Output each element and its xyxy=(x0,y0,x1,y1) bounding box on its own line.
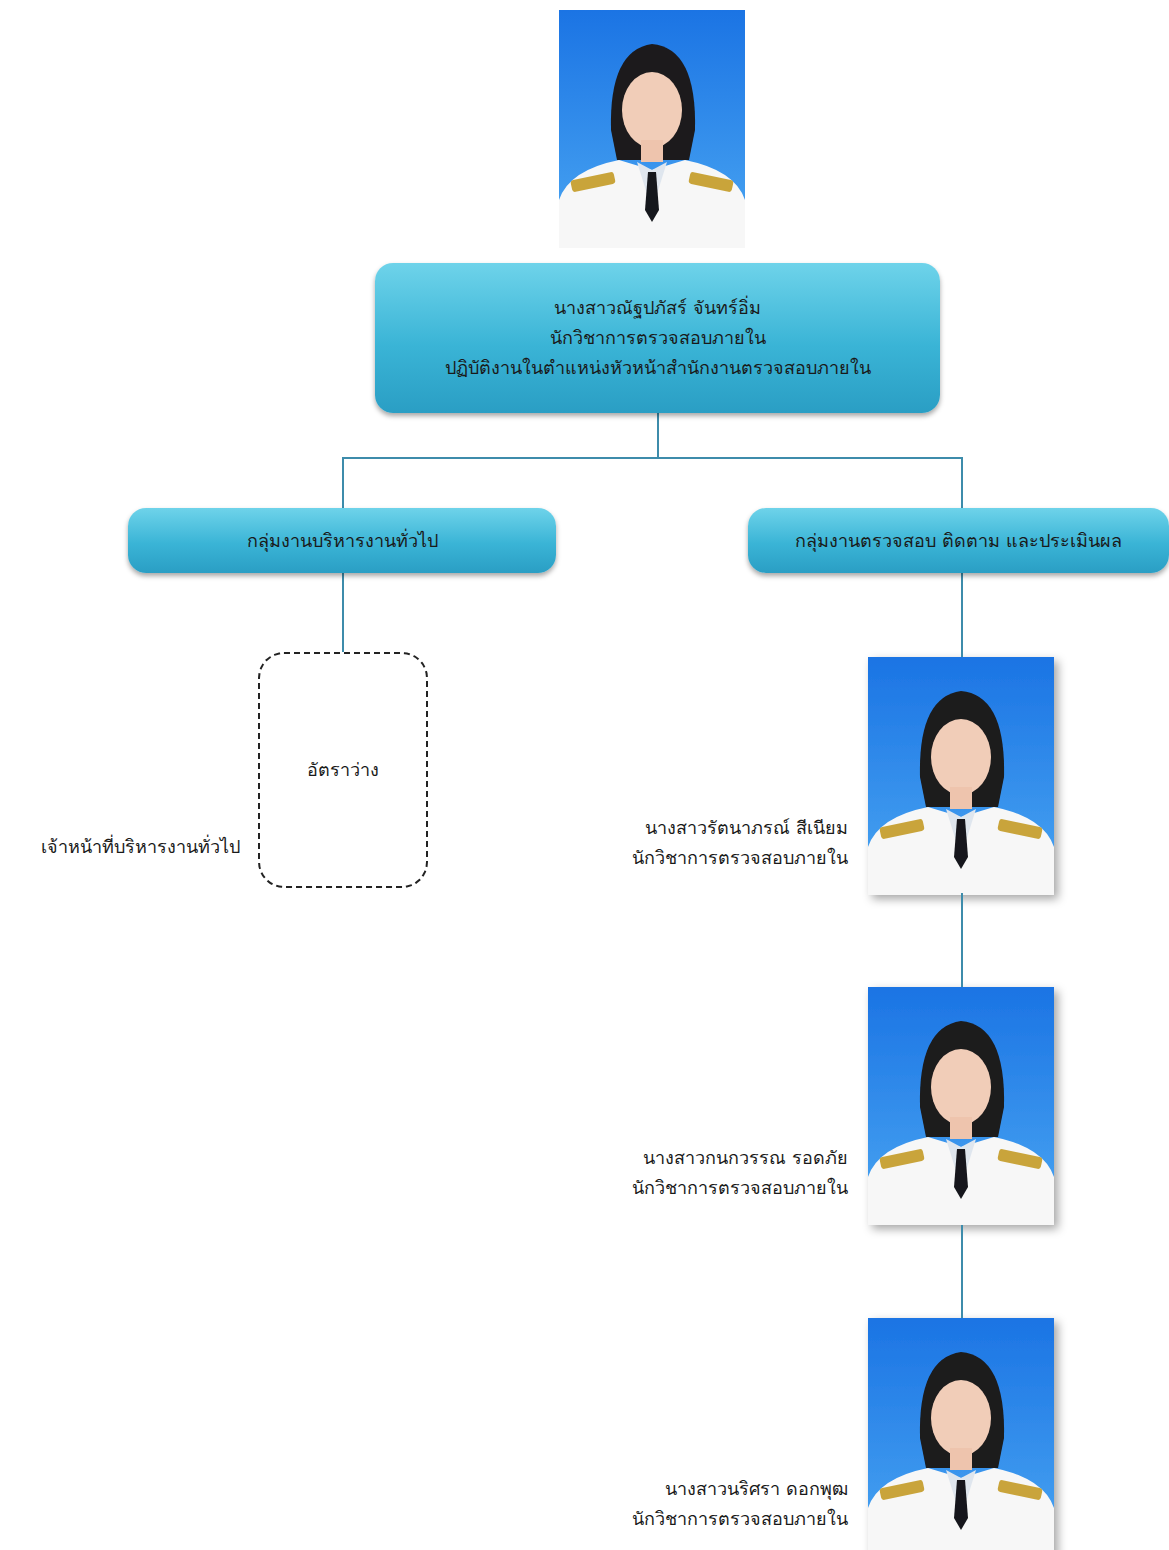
staff-node: นางสาวนริศรา ดอกพุฒนักวิชาการตรวจสอบภายใ… xyxy=(580,1318,1054,1550)
node-text: นางสาวรัตนาภรณ์ สีเนียม xyxy=(580,813,848,843)
node-text: นักวิชาการตรวจสอบภายใน xyxy=(580,843,848,873)
staff-caption: นางสาวกนกวรรณ รอดภัยนักวิชาการตรวจสอบภาย… xyxy=(580,1143,848,1202)
node-text: นางสาวณัฐปภัสร์ จันทร์อิ่ม xyxy=(554,293,761,323)
node-text: กลุ่มงานตรวจสอบ ติดตาม และประเมินผล xyxy=(795,526,1121,556)
staff-caption: นางสาวนริศรา ดอกพุฒนักวิชาการตรวจสอบภายใ… xyxy=(580,1474,848,1533)
connector xyxy=(658,413,962,508)
node-text: นักวิชาการตรวจสอบภายใน xyxy=(550,323,766,353)
group-box: กลุ่มงานตรวจสอบ ติดตาม และประเมินผล xyxy=(748,508,1169,573)
head-box: นางสาวณัฐปภัสร์ จันทร์อิ่มนักวิชาการตรวจ… xyxy=(375,263,940,413)
node-text: นางสาวนริศรา ดอกพุฒ xyxy=(580,1474,848,1504)
head-photo xyxy=(559,10,745,248)
connector xyxy=(343,413,658,508)
staff-node: นางสาวรัตนาภรณ์ สีเนียมนักวิชาการตรวจสอบ… xyxy=(580,657,1054,893)
staff-photo xyxy=(868,657,1054,895)
connector xyxy=(342,573,344,652)
staff-node: นางสาวกนกวรรณ รอดภัยนักวิชาการตรวจสอบภาย… xyxy=(580,987,1054,1225)
node-text: นักวิชาการตรวจสอบภายใน xyxy=(580,1173,848,1203)
connector xyxy=(961,1225,963,1318)
staff-photo xyxy=(868,987,1054,1225)
position-label: เจ้าหน้าที่บริหารงานทั่วไป xyxy=(41,832,240,862)
node-text: ปฏิบัติงานในตำแหน่งหัวหน้าสำนักงานตรวจสอ… xyxy=(445,353,871,383)
connector xyxy=(961,573,963,657)
node-text: อัตราว่าง xyxy=(307,755,379,785)
group-box: กลุ่มงานบริหารงานทั่วไป xyxy=(128,508,556,573)
node-text: นักวิชาการตรวจสอบภายใน xyxy=(580,1504,848,1534)
node-text: กลุ่มงานบริหารงานทั่วไป xyxy=(247,526,438,556)
node-text: นางสาวกนกวรรณ รอดภัย xyxy=(580,1143,848,1173)
connector xyxy=(961,893,963,987)
staff-caption: นางสาวรัตนาภรณ์ สีเนียมนักวิชาการตรวจสอบ… xyxy=(580,813,848,872)
staff-photo xyxy=(868,1318,1054,1550)
vacant-box: อัตราว่างเจ้าหน้าที่บริหารงานทั่วไป xyxy=(258,652,428,888)
